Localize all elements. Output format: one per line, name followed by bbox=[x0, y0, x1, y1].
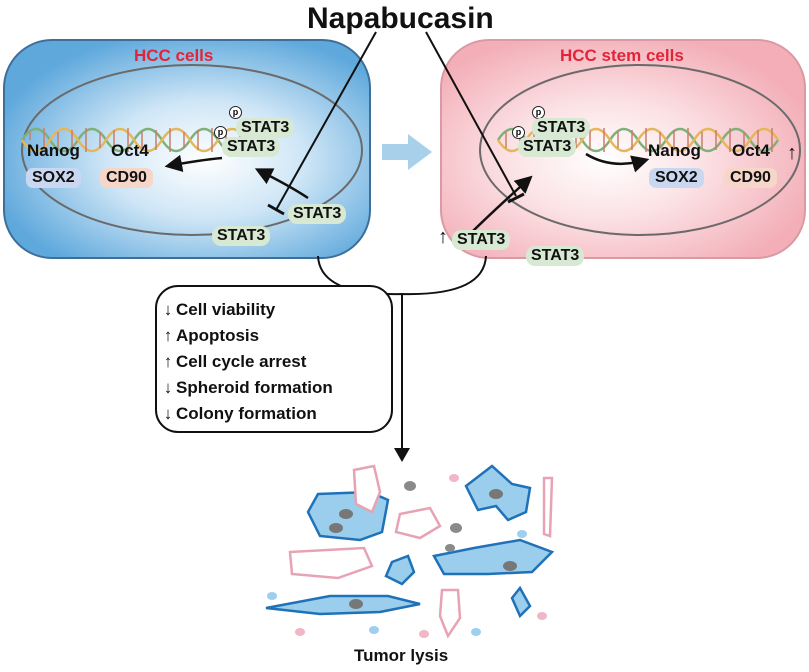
down-arrow-icon: ↓ bbox=[163, 300, 173, 319]
effect-label: Spheroid formation bbox=[176, 378, 333, 397]
transition-arrow bbox=[382, 134, 432, 170]
gene-cd90-left: CD90 bbox=[100, 168, 153, 188]
tumor-lysis-illustration bbox=[265, 464, 555, 639]
gene-nanog-right: Nanog bbox=[648, 141, 701, 160]
arrow-to-genes-right bbox=[585, 152, 650, 173]
stat3-cytoplasm-1-left: STAT3 bbox=[288, 204, 347, 224]
inhibit-line-left bbox=[275, 31, 377, 211]
stat3-phospho-2-right: STAT3 bbox=[518, 137, 577, 157]
up-arrow-icon: ↑ bbox=[163, 326, 173, 345]
lysed-cell bbox=[438, 588, 462, 639]
lysed-cell bbox=[510, 585, 532, 619]
hcc-stem-cell-title: HCC stem cells bbox=[560, 46, 684, 65]
phospho-marker: p bbox=[512, 126, 525, 139]
arrow-stat3-phos-left bbox=[254, 168, 309, 200]
phospho-marker: p bbox=[214, 126, 227, 139]
effect-item-spheroid-formation: ↓Spheroid formation bbox=[160, 374, 333, 401]
stat3-phospho-1-right: STAT3 bbox=[532, 118, 591, 138]
lysed-cell bbox=[394, 506, 442, 540]
down-arrow-icon: ↓ bbox=[163, 378, 173, 397]
lysed-cell bbox=[542, 476, 554, 538]
outcome-label: Tumor lysis bbox=[354, 646, 449, 665]
effect-item-cell-cycle-arrest: ↑Cell cycle arrest bbox=[160, 348, 307, 375]
effect-item-colony-formation: ↓Colony formation bbox=[160, 400, 317, 427]
effect-label: Colony formation bbox=[176, 404, 317, 423]
up-arrow-icon: ↑ bbox=[787, 142, 797, 164]
hcc-nucleus bbox=[21, 64, 363, 236]
lysed-cell bbox=[265, 594, 421, 616]
gene-oct4-right: Oct4 bbox=[732, 141, 770, 160]
lysed-cell bbox=[432, 538, 555, 576]
effect-label: Apoptosis bbox=[176, 326, 260, 345]
effect-item-cell-viability: ↓Cell viability bbox=[160, 296, 275, 323]
arrow-to-genes-left bbox=[164, 154, 223, 173]
stat3-cytoplasm-1-right: STAT3 bbox=[452, 230, 511, 250]
gene-nanog-left: Nanog bbox=[27, 141, 80, 160]
stat3-cytoplasm-2-right: STAT3 bbox=[526, 246, 585, 266]
effect-item-apoptosis: ↑Apoptosis bbox=[160, 322, 259, 349]
stat3-cytoplasm-2-left: STAT3 bbox=[212, 226, 271, 246]
stem-nucleus bbox=[479, 64, 801, 236]
lysed-cell bbox=[288, 546, 374, 580]
phospho-marker: p bbox=[229, 106, 242, 119]
stat3-phospho-1-left: STAT3 bbox=[236, 118, 295, 138]
hcc-cell-title: HCC cells bbox=[134, 46, 214, 65]
inhibit-line-right bbox=[425, 31, 517, 197]
lysed-cell bbox=[384, 554, 416, 586]
gene-sox2-right: SOX2 bbox=[649, 168, 704, 188]
effects-box bbox=[155, 285, 393, 433]
inhibit-bar-left bbox=[267, 203, 285, 216]
hcc-cell-body bbox=[3, 39, 371, 259]
lysed-cell bbox=[352, 464, 382, 514]
down-arrow-icon: ↓ bbox=[163, 404, 173, 423]
connector-arrowhead bbox=[394, 448, 410, 462]
cell-debris bbox=[267, 474, 547, 638]
hcc-stem-cell-body bbox=[440, 39, 806, 259]
drug-title: Napabucasin bbox=[307, 2, 494, 35]
up-arrow-icon: ↑ bbox=[163, 352, 173, 371]
up-arrow-icon: ↑ bbox=[438, 226, 448, 248]
gene-cd90-right: CD90 bbox=[724, 168, 777, 188]
gene-oct4-left: Oct4 bbox=[111, 141, 149, 160]
stat3-phospho-2-left: STAT3 bbox=[222, 137, 281, 157]
effect-label: Cell cycle arrest bbox=[176, 352, 307, 371]
effect-label: Cell viability bbox=[176, 300, 276, 319]
gene-sox2-left: SOX2 bbox=[26, 168, 81, 188]
inhibit-bar-right bbox=[507, 192, 525, 204]
arrow-stat3-phos-right bbox=[469, 175, 533, 235]
